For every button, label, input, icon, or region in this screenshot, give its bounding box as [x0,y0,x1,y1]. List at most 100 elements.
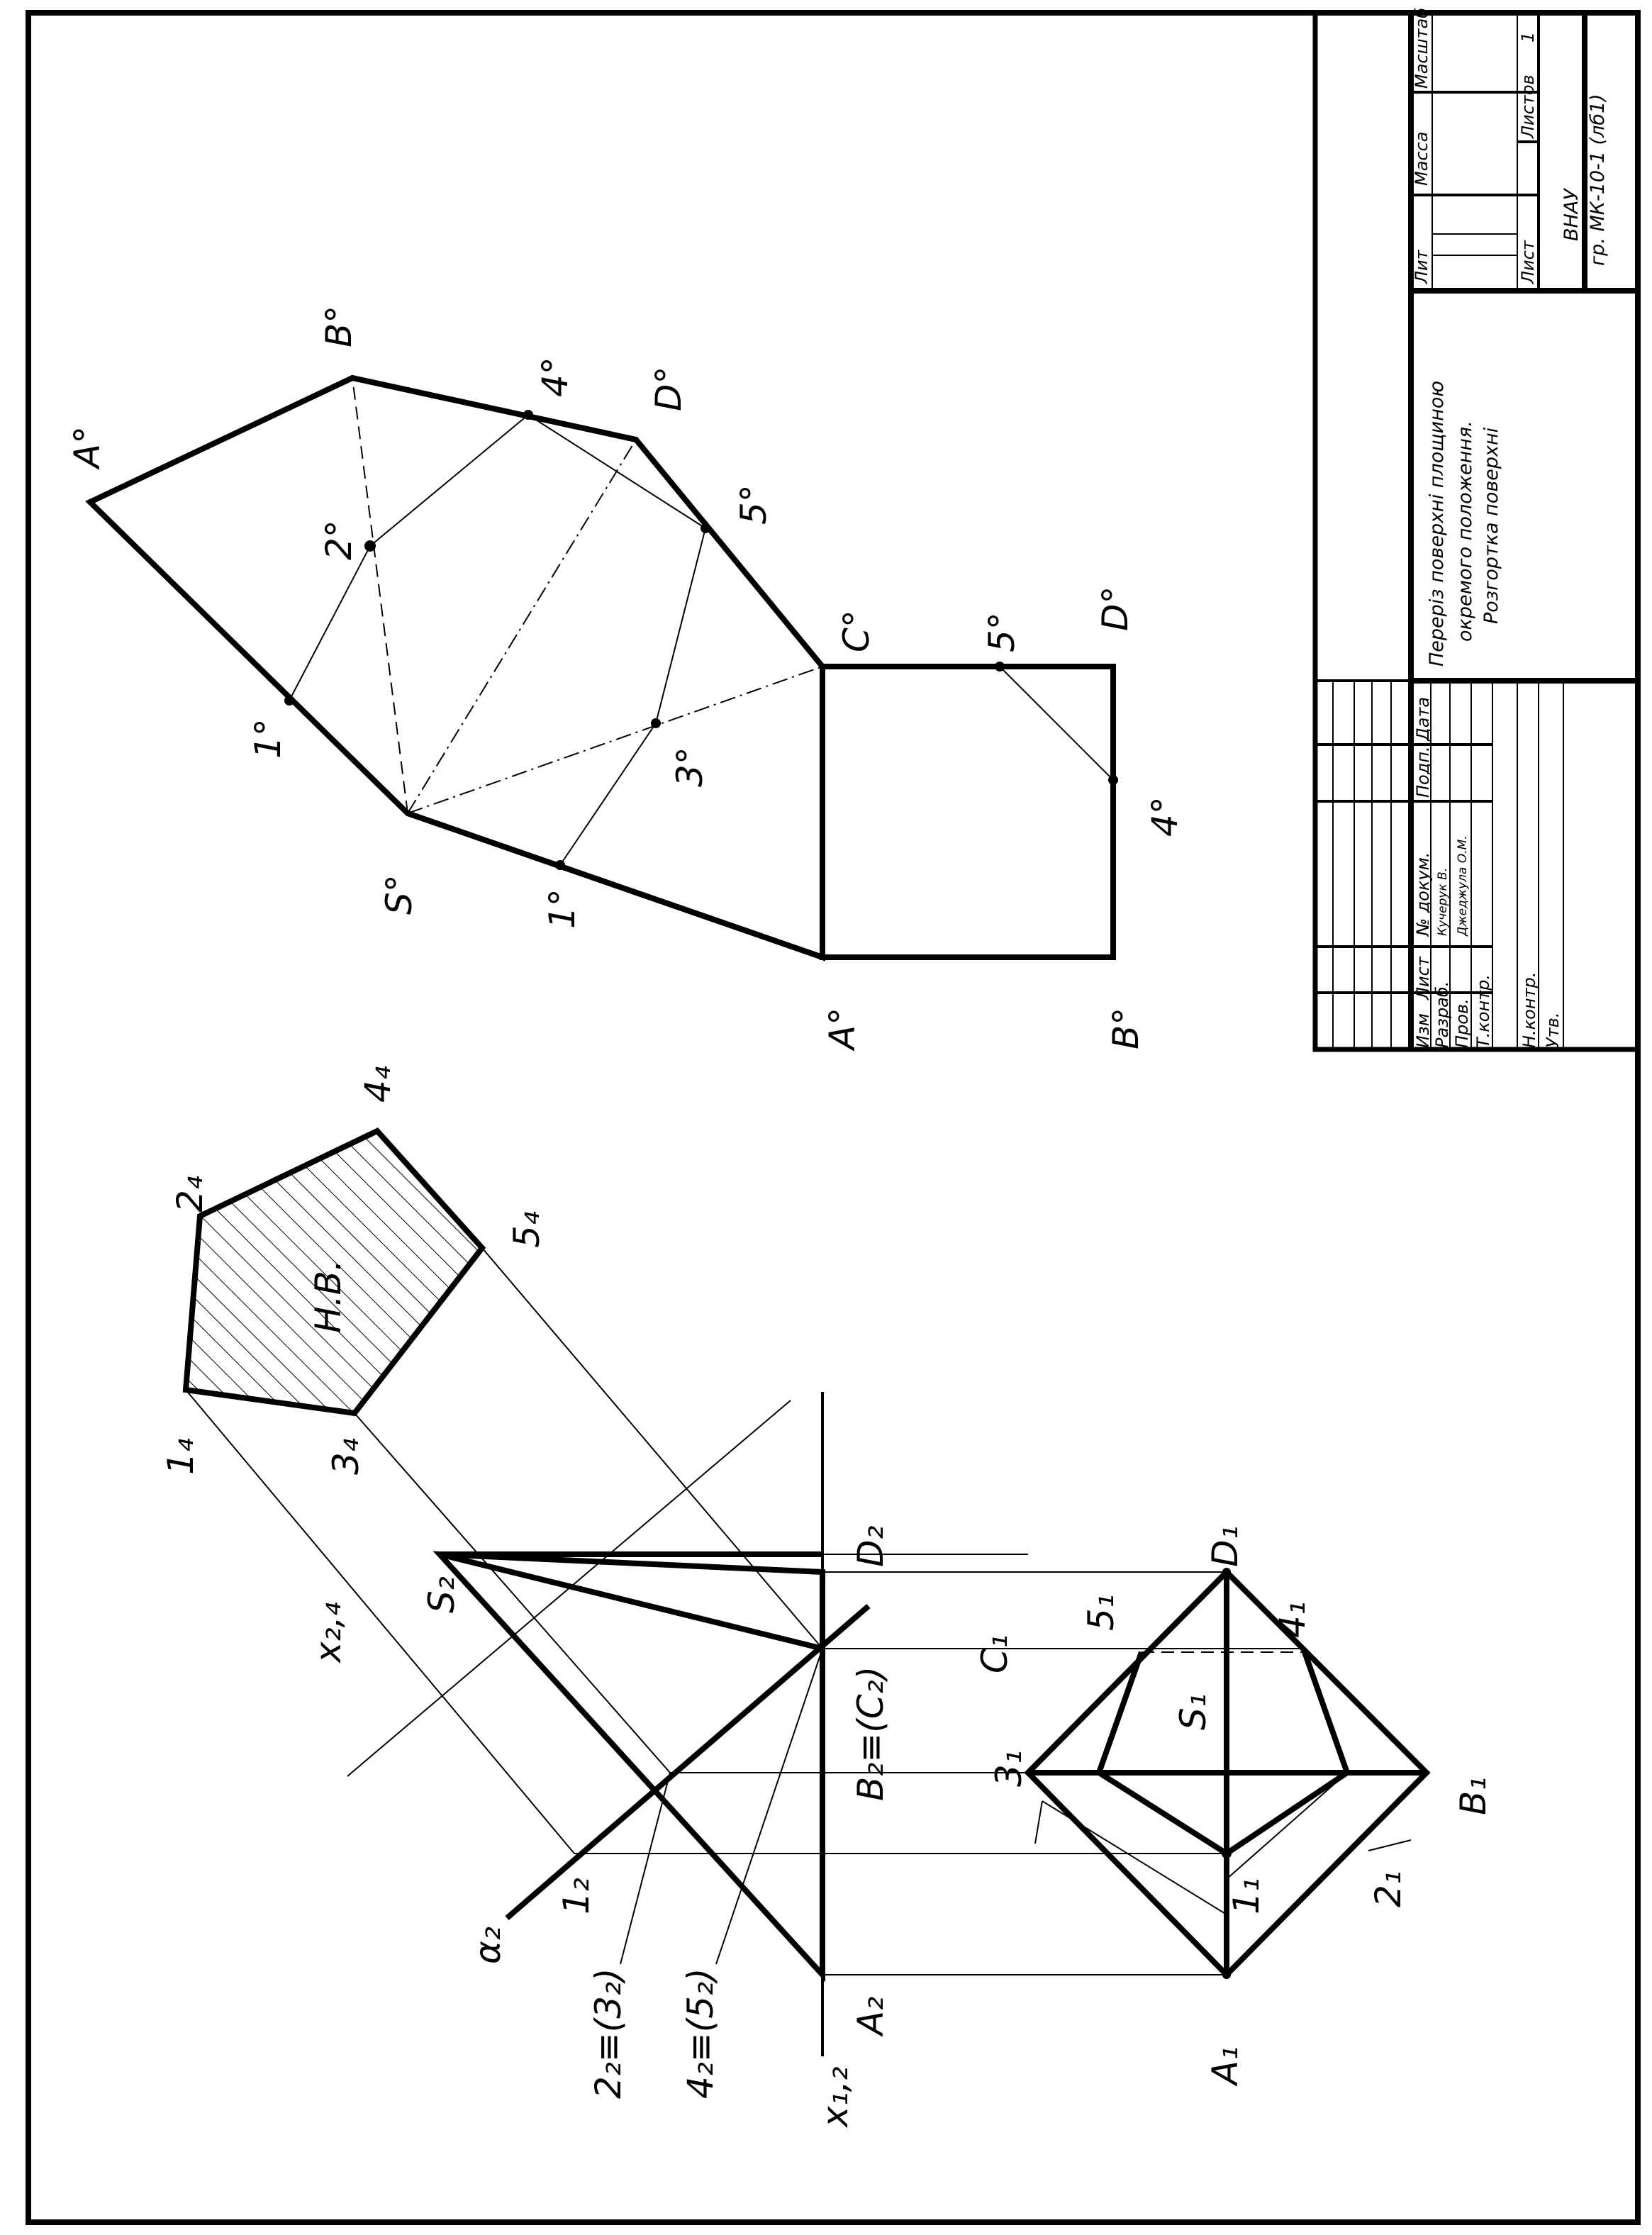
dev-edge-s-c [406,810,824,960]
tb-title-line1: Переріз поверхні площиною [1426,381,1448,667]
tb-h-lit: Лит [1412,249,1431,284]
label-D0b: D° [1095,586,1136,631]
label-alpha2: α₂ [467,1927,508,1964]
surface-development [85,374,1118,962]
tb-h-docum: № докум. [1413,852,1433,937]
label-12: 1₂ [556,1878,597,1914]
label-31: 3₁ [988,1750,1029,1787]
horizontal-section [1095,1651,1351,1857]
label-41: 4₁ [1272,1601,1313,1638]
label-24: 2₄ [169,1176,211,1213]
label-x24: x₂,₄ [308,1602,349,1664]
dev-section-line [289,413,707,866]
pt-20 [364,540,376,552]
tb-r-tkontr: Т.контр. [1473,974,1493,1048]
development-labels: A° B° D° 4° 5° 2° C° 1° 3° S° 1° 5° D° 4… [67,306,1185,1052]
tb-h-izm: Изм [1413,1013,1433,1048]
title-block: Лит Масса Масштаб Лист Листов 1 ВНАУ гр.… [1312,8,1641,1052]
label-40b: 4° [1144,796,1185,837]
lead-21 [1368,1839,1412,1851]
label-S2: S₂ [421,1576,462,1613]
tb-r-razrab: Разраб. [1432,981,1452,1048]
label-B1: B₁ [1453,1777,1494,1815]
pt-40a [523,410,533,420]
outer-frame [26,10,1641,2225]
leader-d [715,1648,823,1965]
tb-r-utv: Утв. [1543,1013,1563,1048]
title-block-frame [1312,10,1641,1052]
tb-r-nkontr: Н.контр. [1519,972,1539,1048]
pt-10a [284,696,294,706]
tb-h-date: Дата [1413,697,1433,742]
h-thin-1 [1042,1800,1227,1915]
frontal-triangle [432,1551,825,1983]
pt-50a [701,523,710,533]
label-50a: 5° [733,484,774,525]
label-C1: C₁ [974,1634,1015,1673]
tb-sheets-value: 1 [1518,32,1538,43]
label-10b: 1° [542,888,583,929]
label-20: 2° [318,520,359,560]
label-A2: A₂ [850,1997,891,2037]
leader-5 [481,1247,823,1649]
orthographic-projections [185,1247,1431,2056]
label-nv: Н.В. [308,1259,349,1333]
tb-title-line2: окремого положення. [1454,420,1476,642]
label-44: 4₄ [357,1066,398,1103]
label-D0a: D° [648,366,689,411]
cutting-plane-alpha2 [505,1603,871,1921]
label-11: 1₁ [1226,1878,1267,1914]
tb-r-prov: Пров. [1452,998,1472,1048]
label-S1: S₁ [1173,1693,1214,1730]
label-50b: 5° [981,612,1022,652]
label-34: 3₄ [325,1438,367,1475]
horizontal-diag3 [1026,1570,1229,1775]
development-base [820,664,1116,960]
pt-40b [1108,775,1118,785]
tb-dev-name: Кучерук В. [1436,868,1450,936]
pt-10b [555,860,565,870]
label-14: 1₄ [160,1438,201,1475]
tb-h-list: Лист [1413,956,1433,1001]
development-outline [85,374,825,962]
section-true-shape [182,1127,486,1417]
fold-sd [407,439,637,814]
leader-3 [354,1412,671,1773]
tb-check-name: Джеджула О.М. [1456,835,1470,937]
pt-50b [995,662,1005,671]
label-C0: C° [836,610,877,652]
tb-h-mass: Масса [1412,131,1431,186]
label-51: 5₁ [1081,1594,1122,1631]
label-B0a: B° [318,306,359,347]
fold-sb [352,377,408,814]
label-10a: 1° [247,718,289,759]
label-A0a: A° [67,426,108,470]
label-A1: A₁ [1205,2046,1246,2087]
label-B2C2: B₂≡(C₂) [850,1666,891,1801]
tb-h-sheets: Листов [1518,74,1538,139]
lead-31 [1034,1800,1043,1844]
pt-11 [1222,1849,1232,1858]
label-D1: D₁ [1205,1525,1246,1567]
tb-h-sheet: Лист [1518,240,1538,284]
true-shape-pentagon [182,1127,486,1417]
tb-org-line1: ВНАУ [1561,188,1583,241]
fold-sc [407,666,823,814]
tb-org-line2: гр. МК-10-1 (лб1) [1587,94,1609,266]
leader-2 [620,1772,671,1965]
tb-title-line3: Розгортка поверхні [1480,427,1502,624]
pt-30 [651,718,661,728]
frontal-edge-s2b2 [439,1551,823,1651]
leader-1 [185,1389,575,1854]
label-23: 2₂≡(3₂) [588,1968,629,2099]
tb-h-sign: Подп. [1413,746,1433,798]
pt-a1 [1222,1971,1231,1979]
label-45: 4₂≡(5₂) [680,1968,721,2099]
label-D2: D₂ [850,1525,891,1567]
label-21: 2₁ [1368,1871,1409,1907]
label-40a: 4° [535,357,576,397]
pt-d1 [1222,1568,1231,1576]
label-54: 5₄ [506,1211,547,1248]
tb-h-scale: Масштаб [1412,8,1431,89]
